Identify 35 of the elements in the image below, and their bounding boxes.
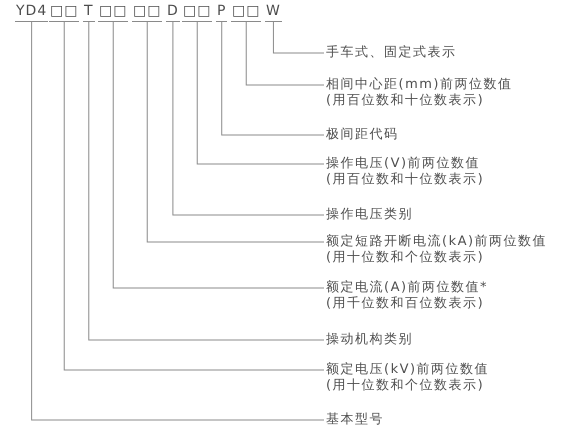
note-text: (用百位数和十位数表示)	[326, 93, 486, 109]
code-segment: W	[265, 3, 282, 22]
code-segment: □□	[49, 3, 80, 22]
description-text: 操作电压(V)前两位数值	[326, 156, 482, 172]
code-segment: T	[83, 3, 95, 22]
leader-line	[112, 22, 324, 288]
code-segment: YD4	[15, 3, 48, 22]
code-segment: D	[166, 3, 180, 22]
description-text: 额定电流(A)前两位数值*	[326, 280, 488, 296]
description-text: 极间距代码	[326, 127, 398, 143]
note-text: (用十位数和个位数表示)	[326, 250, 486, 266]
description-text: 基本型号	[326, 412, 384, 428]
code-segment: □□	[98, 3, 128, 22]
leader-line	[172, 22, 324, 216]
note-text: (用百位数和十位数表示)	[326, 172, 484, 188]
code-segment: □□	[182, 3, 212, 22]
leader-line	[64, 22, 324, 370]
note-text: (用十位数和个位数表示)	[326, 378, 486, 394]
description-text: 额定电压(kV)前两位数值	[326, 362, 490, 378]
note-text: (用千位数和百位数表示)	[326, 296, 486, 312]
description-text: 操动机构类别	[326, 332, 413, 348]
description-text: 手车式、固定式表示	[326, 45, 456, 61]
code-segment: P	[216, 3, 228, 22]
leader-line	[146, 22, 324, 242]
leader-line	[31, 22, 324, 420]
leader-line	[272, 22, 324, 54]
description-text: 额定短路开断电流(kA)前两位数值	[326, 234, 548, 250]
leader-line	[221, 22, 324, 136]
leader-line	[246, 22, 324, 86]
leader-line	[88, 22, 324, 340]
leader-line	[196, 22, 324, 164]
code-segment: □□	[231, 3, 262, 22]
code-segment: □□	[132, 3, 162, 22]
description-text: 相间中心距(mm)前两位数值	[326, 77, 512, 93]
description-text: 操作电压类别	[326, 207, 413, 223]
